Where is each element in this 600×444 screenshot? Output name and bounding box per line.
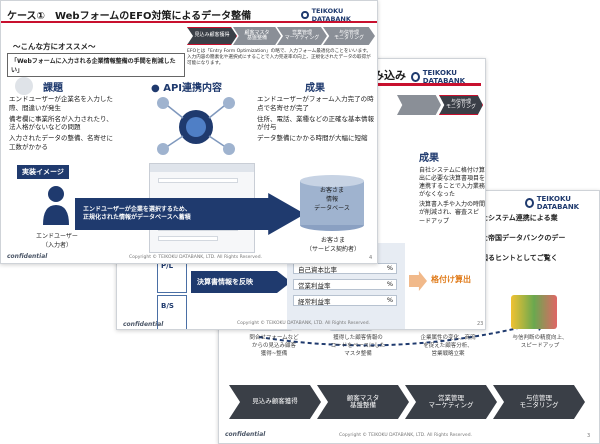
title-underline [373, 83, 481, 86]
slide-title: み込み [373, 69, 406, 82]
issue-2: 備考欄に事業所名が入力されたり、法人格がないなどの問題 [9, 114, 113, 132]
caption-3: 企業属性の変化、商流 を捉えた顧客分析、 営業戦略立案 [420, 335, 476, 357]
caption-4: 与信判断の精度向上、 スピードアップ [512, 335, 568, 349]
body-line-3: 化を図るヒントとしてご覧く [467, 254, 558, 262]
company-logo: TEIKOKU DATABANK [525, 195, 599, 211]
result-1: 自社システムに格付け算出に必要な決算書項目を連携することで入力業務がなくなった [419, 167, 486, 199]
customer-label: お客さま （サービス契約者） [305, 237, 360, 253]
step-lead-acquisition: 見込み顧客獲得 [229, 385, 321, 419]
page-number: 3 [587, 433, 591, 439]
confidential-label: confidential [225, 431, 266, 438]
result-list: 自社システムに格付け算出に必要な決算書項目を連携することで入力業務がなくなった … [419, 167, 485, 226]
ratio-unit-2: % [386, 280, 393, 288]
database-label: お客さま 情報 データベース [314, 187, 350, 212]
step-sales-marketing: 営業管理 マーケティング [405, 385, 497, 419]
page-number: 23 [477, 321, 484, 327]
body-line-1: 用したシステム連携による業 [467, 214, 558, 222]
ratio-label-2: 営業利益率 [298, 282, 331, 290]
step-prev [397, 95, 441, 115]
issue-list: エンドユーザーが企業名を入力した際、間違いが発生 備考欄に事業所名が入力されたり… [9, 95, 117, 152]
step-credit-monitoring: 与信管理 モニタリング [439, 95, 483, 115]
form-field-1 [158, 178, 238, 183]
issue-icon [15, 77, 33, 95]
step-customer-master: 顧客マスタ 基盤整備 [317, 385, 409, 419]
result-2: 決算書入手や入力の時間が削減され、審査スピードアップ [419, 201, 486, 225]
logo-mark-icon [301, 11, 309, 19]
logo-mark-icon [411, 72, 420, 82]
issue-heading: 課題 [43, 83, 63, 94]
slide-1: ケース① WebフォームのEFO対策によるデータ整備 TEIKOKU DATAB… [0, 0, 378, 264]
flow-arrow-text: エンドユーザーが企業を選択するため、 正規化された情報がデータベースへ蓄積 [83, 205, 191, 221]
confidential-label: confidential [7, 253, 48, 260]
bs-document-icon: B/S [157, 295, 187, 329]
company-logo: TEIKOKU DATABANK [411, 69, 485, 85]
step-credit-monitoring: 与信管理 モニタリング [493, 385, 585, 419]
step-sales-marketing: 営業管理 マーケティング [277, 27, 327, 45]
recommend-heading: ～こんな方にオススメ～ [13, 42, 96, 51]
copyright: Copyright © TEIKOKU DATABANK, LTD. All R… [129, 255, 262, 260]
slide-title: ケース① WebフォームのEFO対策によるデータ整備 [7, 11, 252, 22]
bs-label: B/S [161, 302, 174, 310]
ratio-label-1: 自己資本比率 [298, 266, 337, 274]
ratio-label-3: 経常利益率 [298, 298, 331, 306]
copyright: Copyright © TEIKOKU DATABANK, LTD. All R… [339, 433, 472, 438]
api-bullet-icon: ● [151, 83, 164, 94]
copyright: Copyright © TEIKOKU DATABANK, LTD. All R… [237, 321, 370, 326]
form-field-3 [158, 236, 218, 241]
icon-image-4 [511, 295, 557, 329]
ratio-row-1: 自己資本比率% [293, 263, 397, 274]
result-3: データ整備にかかる時間が大幅に短縮 [257, 134, 368, 143]
result-heading: 成果 [419, 153, 439, 164]
api-diagram [157, 97, 235, 155]
flow-arrow: エンドユーザーが企業を選択するため、 正規化された情報がデータベースへ蓄積 [75, 193, 305, 235]
rating-label: 格付け算出 [431, 275, 471, 284]
pl-label: P/L [161, 262, 174, 270]
ratio-unit-1: % [386, 264, 393, 272]
api-heading: ● API連携内容 [151, 79, 222, 94]
step-customer-master: 顧客マスタ 基盤整備 [233, 27, 281, 45]
user-icon [43, 186, 69, 225]
title-underline [1, 21, 377, 23]
result-list: エンドユーザーがフォーム入力完了の時点で名寄せが完了 住所、電話、業種などの正確… [257, 95, 375, 143]
step-lead-acquisition: 見込み顧客獲得 [187, 27, 237, 45]
api-heading-text: API連携内容 [163, 83, 223, 94]
logo-mark-icon [525, 198, 534, 208]
step-credit-monitoring: 与信管理 モニタリング [323, 27, 375, 45]
efo-description: EFOとは「Entry Form Optimization」の略で、入力フォーム… [187, 49, 371, 67]
body-line-2: された帝国データバンクのデー [467, 234, 566, 242]
ratio-unit-3: % [386, 296, 393, 304]
page-number: 4 [369, 255, 373, 261]
quote-box: 「Webフォームに入力される企業情報整備の手間を削減したい」 [7, 53, 185, 77]
result-heading: 成果 [305, 83, 325, 94]
result-2: 住所、電話、業種などの正確な基本情報が付与 [257, 114, 374, 132]
ratio-row-2: 営業利益率% [293, 279, 397, 290]
reflect-arrow: 決算書情報を反映 [191, 271, 291, 293]
database-icon [300, 175, 364, 231]
company-logo: TEIKOKU DATABANK [301, 7, 377, 23]
caption-2: 獲得した顧客情報の コードをベースにした マスタ整備 [330, 335, 386, 357]
confidential-label: confidential [123, 321, 164, 328]
impl-label: 実装イメージ [17, 165, 69, 179]
ratio-row-3: 経常利益率% [293, 295, 397, 306]
enduser-label: エンドユーザー （入力者） [36, 233, 78, 249]
result-1: エンドユーザーがフォーム入力完了の時点で名寄せが完了 [257, 95, 374, 112]
form-header [150, 164, 254, 172]
caption-1: 問合せフォームなど からの見込み顧客 獲得~整備 [249, 335, 299, 357]
issue-1: エンドユーザーが企業名を入力した際、間違いが発生 [9, 95, 113, 112]
rating-arrow [409, 271, 427, 291]
reflect-label: 決算書情報を反映 [197, 278, 253, 286]
issue-3: 入力されたデータの整備、名寄せに工数がかかる [9, 134, 113, 151]
